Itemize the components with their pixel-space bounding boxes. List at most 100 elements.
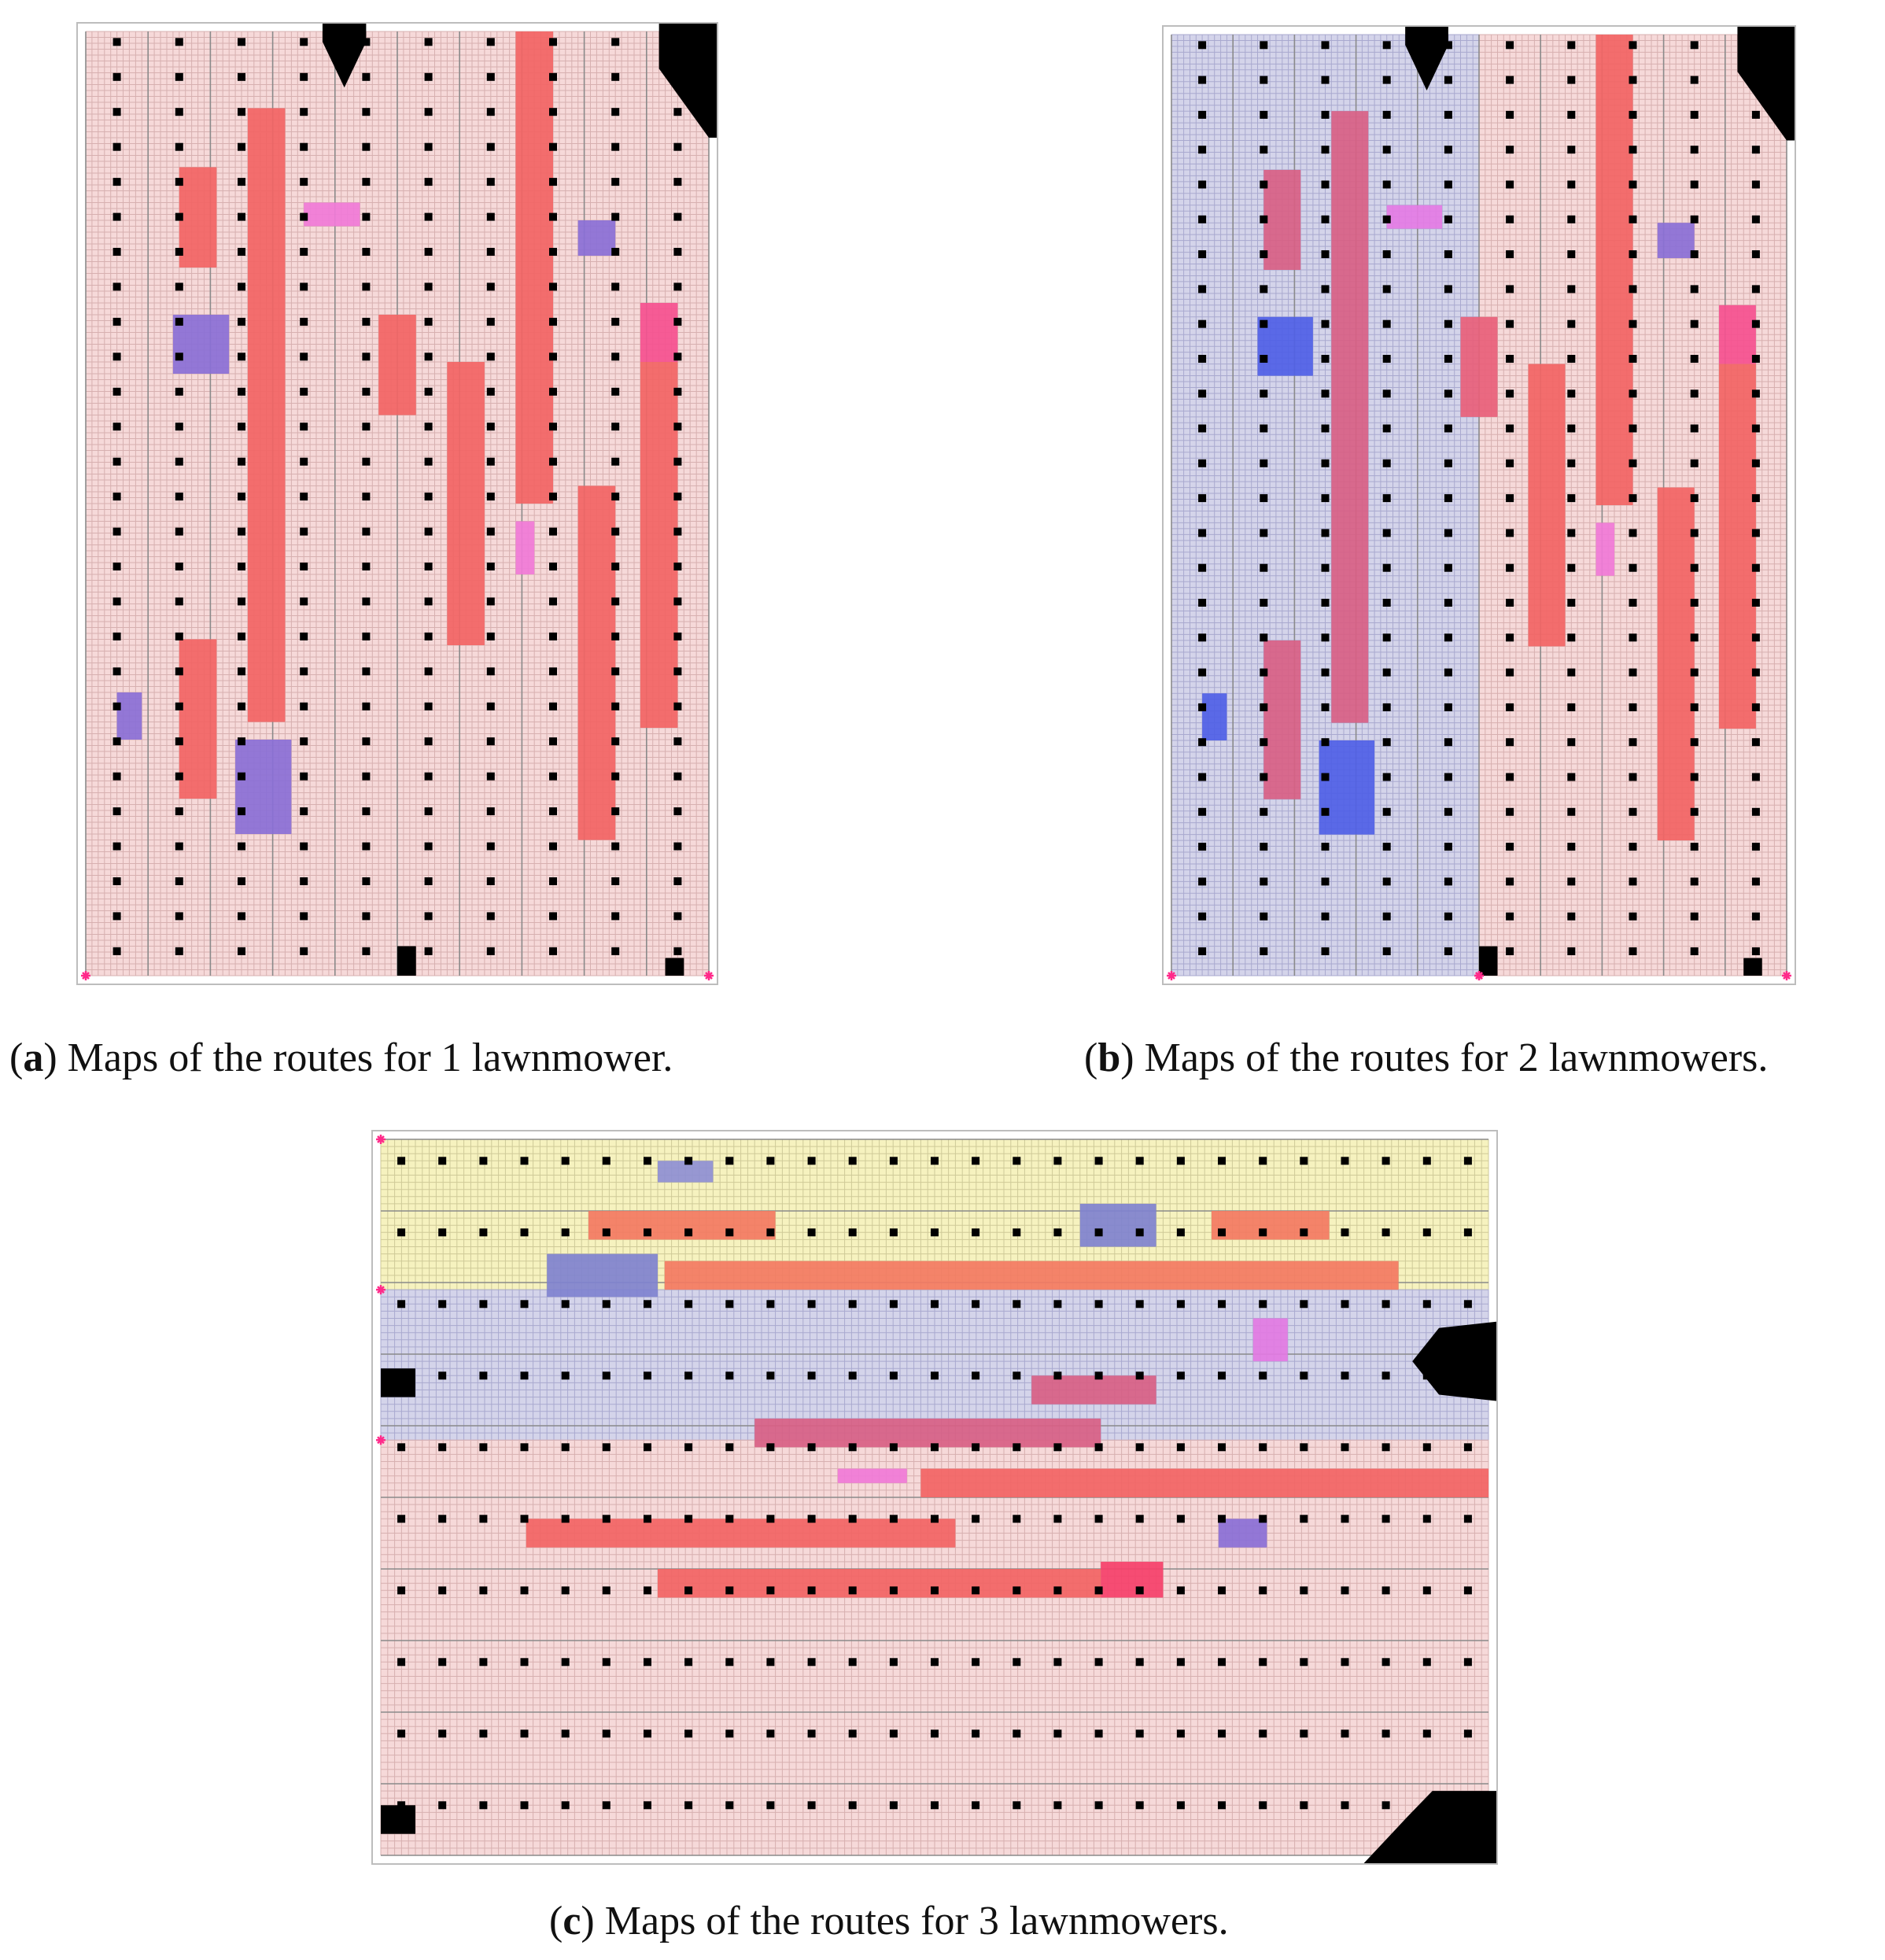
waypoint-dot xyxy=(931,1586,939,1595)
waypoint-dot xyxy=(549,387,557,396)
waypoint-dot xyxy=(438,1729,447,1738)
waypoint-dot xyxy=(673,597,682,606)
waypoint-dot xyxy=(424,702,433,711)
task-area xyxy=(1218,1519,1267,1548)
waypoint-dot xyxy=(113,527,121,536)
waypoint-dot xyxy=(238,72,245,81)
waypoint-dot xyxy=(486,772,495,781)
waypoint-dot xyxy=(725,1371,734,1380)
waypoint-dot xyxy=(486,423,495,431)
waypoint-dot xyxy=(362,142,371,151)
waypoint-dot xyxy=(175,563,183,570)
waypoint-dot xyxy=(1444,146,1452,154)
waypoint-dot xyxy=(1218,1586,1226,1595)
waypoint-dot xyxy=(1198,146,1207,154)
waypoint-dot xyxy=(1321,877,1330,886)
waypoint-dot xyxy=(1135,1658,1144,1667)
waypoint-dot xyxy=(238,353,245,361)
waypoint-dot xyxy=(673,457,682,466)
waypoint-dot xyxy=(1463,1443,1472,1452)
waypoint-dot xyxy=(1176,1729,1185,1738)
waypoint-dot xyxy=(1629,389,1637,398)
waypoint-dot xyxy=(1218,1157,1226,1165)
waypoint-dot xyxy=(1444,668,1452,677)
waypoint-dot xyxy=(1422,1586,1431,1595)
grid-lines xyxy=(380,1289,1489,1441)
waypoint-dot xyxy=(1321,459,1330,467)
waypoint-dot xyxy=(238,248,245,256)
waypoint-dot xyxy=(807,1658,816,1667)
waypoint-dot xyxy=(1690,633,1699,642)
waypoint-dot xyxy=(362,317,371,326)
waypoint-dot xyxy=(1444,947,1452,955)
waypoint-dot xyxy=(561,1300,570,1309)
route-map-svg xyxy=(373,1131,1496,1863)
waypoint-dot xyxy=(1629,424,1637,433)
task-area xyxy=(1595,35,1633,505)
waypoint-dot xyxy=(673,807,682,816)
waypoint-dot xyxy=(1198,41,1207,50)
waypoint-dot xyxy=(889,1443,898,1452)
waypoint-dot xyxy=(520,1801,529,1810)
waypoint-dot xyxy=(1341,1300,1349,1309)
waypoint-dot xyxy=(725,1443,734,1452)
waypoint-dot xyxy=(1198,529,1207,537)
waypoint-dot xyxy=(238,457,245,466)
waypoint-dot xyxy=(1567,285,1576,293)
waypoint-dot xyxy=(1300,1801,1308,1810)
waypoint-dot xyxy=(1218,1443,1226,1452)
waypoint-dot xyxy=(1259,1729,1267,1738)
task-area xyxy=(640,303,678,362)
waypoint-dot xyxy=(424,772,433,781)
waypoint-dot xyxy=(1751,459,1760,467)
waypoint-dot xyxy=(611,282,620,291)
waypoint-dot xyxy=(486,947,495,955)
waypoint-dot xyxy=(1751,843,1760,851)
waypoint-dot xyxy=(175,142,183,151)
waypoint-dot xyxy=(1260,389,1268,398)
waypoint-dot xyxy=(424,457,433,466)
waypoint-dot xyxy=(113,947,121,955)
waypoint-dot xyxy=(479,1371,488,1380)
waypoint-dot xyxy=(1260,807,1268,816)
waypoint-dot xyxy=(1444,215,1452,223)
waypoint-dot xyxy=(1629,494,1637,503)
waypoint-dot xyxy=(889,1658,898,1667)
waypoint-dot xyxy=(113,178,121,186)
waypoint-dot xyxy=(438,1443,447,1452)
waypoint-dot xyxy=(1567,250,1576,259)
waypoint-dot xyxy=(766,1658,775,1667)
waypoint-dot xyxy=(1260,424,1268,433)
caption-letter: a xyxy=(23,1035,44,1080)
waypoint-dot xyxy=(1444,633,1452,642)
waypoint-dot xyxy=(1198,912,1207,921)
start-marker xyxy=(376,1285,385,1295)
waypoint-dot xyxy=(1422,1300,1431,1309)
waypoint-dot xyxy=(1381,1801,1390,1810)
waypoint-dot xyxy=(1629,773,1637,781)
waypoint-dot xyxy=(397,1443,406,1452)
waypoint-dot xyxy=(1690,319,1699,328)
waypoint-dot xyxy=(1690,285,1699,293)
waypoint-dot xyxy=(1382,146,1391,154)
waypoint-dot xyxy=(1463,1300,1472,1309)
waypoint-dot xyxy=(1567,319,1576,328)
waypoint-dot xyxy=(1382,633,1391,642)
waypoint-dot xyxy=(1567,424,1576,433)
waypoint-dot xyxy=(549,72,557,81)
waypoint-dot xyxy=(549,842,557,851)
waypoint-dot xyxy=(1690,599,1699,607)
waypoint-dot xyxy=(1629,703,1637,711)
task-area xyxy=(1319,740,1375,835)
waypoint-dot xyxy=(1751,912,1760,921)
waypoint-dot xyxy=(549,772,557,781)
waypoint-dot xyxy=(1690,355,1699,363)
waypoint-dot xyxy=(1176,1801,1185,1810)
waypoint-dot xyxy=(362,597,371,606)
waypoint-dot xyxy=(848,1157,857,1165)
waypoint-dot xyxy=(1422,1443,1431,1452)
waypoint-dot xyxy=(611,387,620,396)
waypoint-dot xyxy=(1321,912,1330,921)
waypoint-dot xyxy=(1013,1228,1021,1237)
waypoint-dot xyxy=(113,912,121,921)
